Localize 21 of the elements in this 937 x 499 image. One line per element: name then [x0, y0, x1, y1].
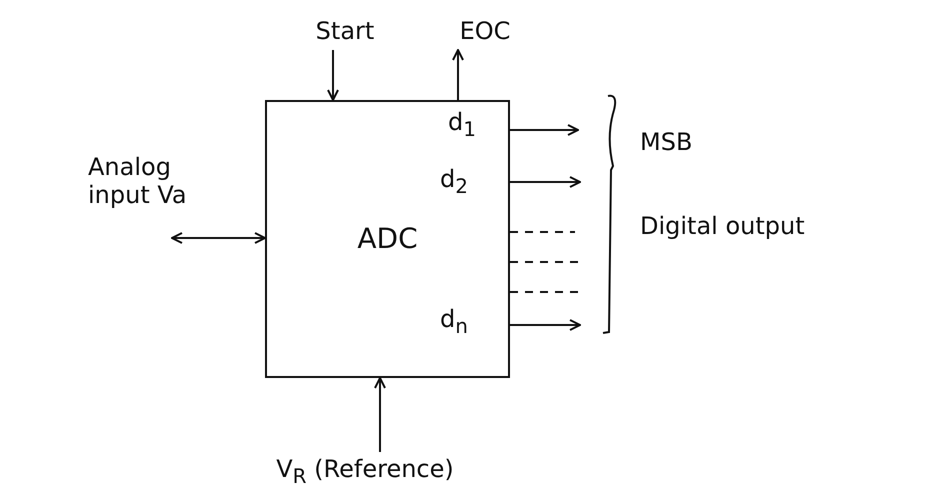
output-label: Digital output: [640, 212, 805, 240]
arrow: [452, 49, 464, 100]
arrow: [510, 319, 581, 331]
arrow: [510, 124, 579, 136]
dashed-line: [510, 231, 575, 233]
dashed-line: [510, 291, 580, 293]
block-title: ADC: [357, 222, 418, 256]
arrow: [510, 176, 581, 188]
arrow: [171, 232, 266, 244]
signal-label: V$_{R}$ (Reference): [245, 452, 485, 492]
arrow: [327, 50, 339, 101]
adc-block: [265, 100, 510, 378]
bit-label: MSB: [640, 128, 692, 156]
signal-label: EOC: [440, 14, 530, 50]
pin-label: d$_{n}$: [440, 305, 468, 338]
signal-label: Start: [290, 14, 400, 50]
signal-label: Analog input Va: [88, 150, 238, 214]
dashed-line: [510, 261, 578, 263]
arrow: [374, 377, 386, 452]
pin-label: d$_{1}$: [448, 108, 476, 141]
pin-label: d$_{2}$: [440, 165, 468, 198]
